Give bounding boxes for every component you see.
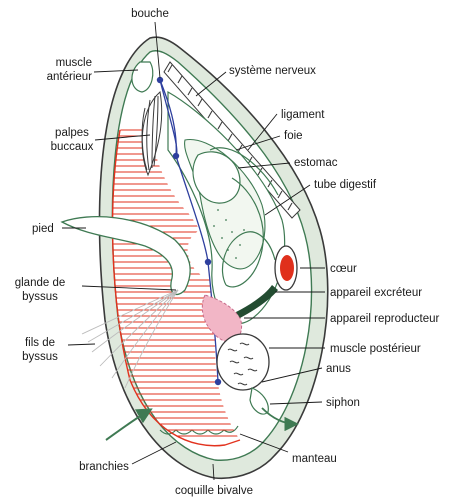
label-tube-digestif: tube digestif — [314, 179, 377, 191]
label-palpes-2: buccaux — [51, 141, 94, 153]
label-coeur: cœur — [330, 263, 357, 275]
label-ligament: ligament — [281, 109, 325, 121]
label-fils-2: byssus — [22, 351, 58, 363]
label-pied: pied — [32, 223, 54, 235]
label-coquille: coquille bivalve — [175, 485, 253, 497]
heart — [280, 255, 294, 281]
label-estomac: estomac — [294, 157, 338, 169]
label-fils-1: fils de — [25, 337, 55, 349]
label-glande-1: glande de — [15, 277, 66, 289]
label-muscle-anterieur-1: muscle — [56, 57, 92, 69]
label-siphon: siphon — [326, 397, 360, 409]
label-appareil-excreteur: appareil excréteur — [330, 287, 422, 299]
label-bouche: bouche — [131, 8, 169, 20]
label-systeme-nerveux: système nerveux — [229, 65, 316, 77]
posterior-muscle — [217, 334, 269, 390]
label-glande-2: byssus — [22, 291, 58, 303]
label-muscle-posterieur: muscle postérieur — [330, 343, 421, 355]
label-manteau: manteau — [292, 453, 337, 465]
label-palpes-1: palpes — [55, 127, 89, 139]
label-anus: anus — [326, 363, 351, 375]
label-branchies: branchies — [79, 461, 129, 473]
label-muscle-anterieur-2: antérieur — [47, 71, 93, 83]
label-foie: foie — [284, 130, 303, 142]
label-appareil-reproducteur: appareil reproducteur — [330, 313, 439, 325]
